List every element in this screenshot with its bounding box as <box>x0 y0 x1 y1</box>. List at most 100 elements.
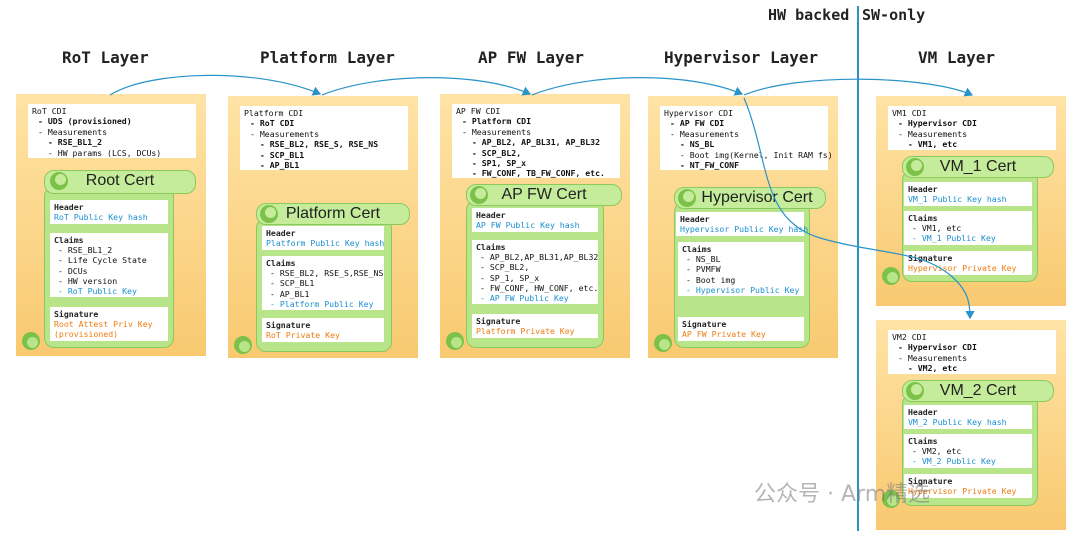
apfw-cert-header-box: Header AP FW Public Key hash <box>472 208 598 232</box>
header-value: VM_2 Public Key hash <box>908 417 1007 428</box>
signature-value: Platform Private Key <box>476 326 575 337</box>
claim-item: - Boot img <box>686 274 736 285</box>
vm1-cdi-line: - VM1, etc <box>898 139 958 150</box>
vm1-cert-title-tab: VM_1 Cert <box>902 156 1054 178</box>
apfw-cert-signature-box: Signature Platform Private Key <box>472 314 598 338</box>
apfw-cdi-line: - Platform CDI <box>462 116 532 127</box>
signature-value: Hypervisor Private Key <box>908 263 1017 274</box>
vm1-cdi-box: VM1 CDI - Hypervisor CDI - Measurements … <box>888 106 1056 150</box>
rot-cdi-line: - RSE_BL1_2 <box>38 137 103 148</box>
root-cert-claims-box: Claims - RSE_BL1_2 - Life Cycle State - … <box>50 233 168 297</box>
vm-layer-title: VM Layer <box>918 48 996 67</box>
claim-key: - RoT Public Key <box>58 286 137 297</box>
claims-label: Claims <box>908 436 938 446</box>
header-label: Header <box>266 228 296 238</box>
signature-label: Signature <box>908 476 953 486</box>
signature-value: RoT Private Key <box>266 330 340 341</box>
apfw-cert-title: AP FW Cert <box>501 186 587 203</box>
signature-label: Signature <box>266 320 311 330</box>
scroll-curl-icon <box>470 186 488 204</box>
hypervisor-cdi-line: - Boot img(Kernel, Init RAM fs) <box>670 149 833 160</box>
scroll-curl-icon <box>260 205 278 223</box>
platform-cert-header-box: Header Platform Public Key hash <box>262 226 384 250</box>
claim-key: - AP FW Public Key <box>480 293 569 304</box>
claims-label: Claims <box>54 235 84 245</box>
hypervisor-cert-title: Hypervisor Cert <box>701 189 813 206</box>
platform-cdi-line: - SCP_BL1 <box>250 149 305 160</box>
header-label: Header <box>680 214 710 224</box>
claims-label: Claims <box>266 258 296 268</box>
claim-item: - VM1, etc <box>912 223 962 234</box>
watermark: 公众号 · Arm精选 <box>754 482 931 507</box>
claims-label: Claims <box>908 213 938 223</box>
platform-cdi-line: - AP_BL1 <box>250 160 300 171</box>
vm1-cdi-line: VM1 CDI <box>892 108 927 118</box>
header-label: Header <box>54 202 84 212</box>
rot-layer-title: RoT Layer <box>62 48 149 67</box>
hypervisor-cdi-box: Hypervisor CDI - AP FW CDI - Measurement… <box>660 106 833 171</box>
signature-value-note: (provisioned) <box>54 329 119 340</box>
claim-item: - SCP_BL2, <box>480 262 530 273</box>
platform-cdi-line: - RSE_BL2, RSE_S, RSE_NS <box>250 139 379 150</box>
rot-cdi-box: RoT CDI - UDS (provisioned) - Measuremen… <box>28 104 196 158</box>
scroll-curl-icon <box>50 172 68 190</box>
claim-item: - AP_BL2,AP_BL31,AP_BL32 <box>480 252 599 263</box>
claim-item: - FW_CONF, HW_CONF, etc. <box>480 282 599 293</box>
hw-backed-label: HW backed <box>768 6 850 24</box>
header-value: AP FW Public Key hash <box>476 220 580 231</box>
vm2-cert-title-tab: VM_2 Cert <box>902 380 1054 402</box>
vm1-cert-header-box: Header VM_1 Public Key hash <box>904 182 1032 206</box>
sw-only-label: SW-only <box>862 6 926 24</box>
apfw-cert-title-tab: AP FW Cert <box>466 184 622 206</box>
hypervisor-cdi-line: - AP FW CDI <box>670 118 725 129</box>
apfw-cdi-line: - AP_BL2, AP_BL31, AP_BL32 <box>462 137 601 148</box>
claim-key: - VM_2 Public Key <box>912 456 996 467</box>
apfw-cdi-line: - Measurements <box>462 126 532 137</box>
scroll-curl-icon <box>906 382 924 400</box>
claims-label: Claims <box>682 244 712 254</box>
platform-cdi-line: - Measurements <box>250 128 320 139</box>
scroll-curl-icon <box>882 267 900 285</box>
header-value: VM_1 Public Key hash <box>908 194 1007 205</box>
hypervisor-cert-claims-box: Claims - NS_BL - PVMFW - Boot img - Hype… <box>678 242 804 296</box>
signature-label: Signature <box>908 253 953 263</box>
hypervisor-cert-signature-box: Signature AP FW Private Key <box>678 317 804 341</box>
scroll-curl-icon <box>22 332 40 350</box>
claim-key: - Platform Public Key <box>270 298 374 309</box>
claim-key: - VM_1 Public Key <box>912 233 996 244</box>
hypervisor-cdi-line: - NT_FW_CONF <box>670 160 740 171</box>
header-label: Header <box>476 210 506 220</box>
vm2-cdi-line: VM2 CDI <box>892 332 927 342</box>
scroll-curl-icon <box>906 158 924 176</box>
claim-item: - RSE_BL2, RSE_S,RSE_NS <box>270 268 384 279</box>
vm1-cert-claims-box: Claims - VM1, etc - VM_1 Public Key <box>904 211 1032 245</box>
root-cert-title: Root Cert <box>85 172 155 189</box>
rot-cdi-line: RoT CDI <box>32 106 67 116</box>
arrow-rot-to-platform <box>109 74 322 96</box>
vm2-cdi-line: - VM2, etc <box>898 363 958 374</box>
vm2-cert-title: VM_2 Cert <box>939 382 1017 399</box>
rot-cdi-line: - Measurements <box>38 126 108 137</box>
vm2-cert-header-box: Header VM_2 Public Key hash <box>904 405 1032 429</box>
scroll-curl-icon <box>654 334 672 352</box>
apfw-cdi-line: - SP1, SP_x <box>462 158 527 169</box>
platform-cdi-line: - RoT CDI <box>250 118 295 129</box>
vm1-cert-title: VM_1 Cert <box>939 158 1017 175</box>
signature-label: Signature <box>54 309 99 319</box>
header-value: Hypervisor Public Key hash <box>680 224 809 235</box>
vm2-cert-signature-box: Signature Hypervisor Private Key <box>904 474 1032 498</box>
arrow-platform-to-apfw <box>321 77 532 96</box>
claims-label: Claims <box>476 242 506 252</box>
hypervisor-cdi-line: - NS_BL <box>670 139 715 150</box>
vm2-cdi-line: - Measurements <box>898 352 968 363</box>
vm1-cert-signature-box: Signature Hypervisor Private Key <box>904 251 1032 275</box>
vm2-cert-claims-box: Claims - VM2, etc - VM_2 Public Key <box>904 434 1032 468</box>
vm1-cdi-line: - Hypervisor CDI <box>898 118 977 129</box>
apfw-cdi-line: - SCP_BL2, <box>462 147 522 158</box>
hypervisor-cdi-line: - Measurements <box>670 128 740 139</box>
apfw-cdi-line: - FW_CONF, TB_FW_CONF, etc. <box>462 168 605 179</box>
claim-item: - SP_1, SP_x <box>480 272 540 283</box>
apfw-cdi-box: AP FW CDI - Platform CDI - Measurements … <box>452 104 620 178</box>
vm1-cdi-line: - Measurements <box>898 128 968 139</box>
